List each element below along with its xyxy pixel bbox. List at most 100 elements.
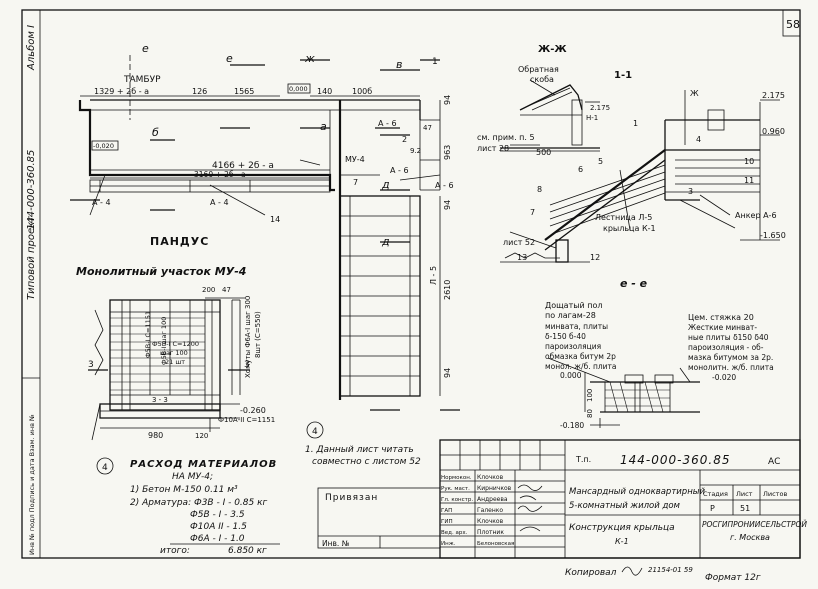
materials-line3: Ф5В - I - 3.5 — [190, 510, 245, 520]
mu4-d6: Хомуты Ф6А-I шаг 300 — [244, 296, 252, 378]
plan-label-a4-2: А - 4 — [210, 198, 229, 207]
title-org-1: РОСГИПРОНИИСЕЛЬСТРОЙ — [702, 520, 807, 529]
section-ee-right-3: ные плиты δ150 δ40 — [688, 333, 769, 342]
footer-copied: Копировал — [565, 568, 617, 578]
materials-line1: 1) Бетон М-150 0.11 м³ — [130, 485, 238, 495]
name-4: Клочков — [477, 518, 504, 525]
role-4: ГИП — [441, 519, 453, 525]
plan-dim-top-1: 1329 + 2б - а — [94, 87, 149, 96]
section-ee-left-8: 0.000 — [560, 371, 582, 380]
plan-sec-d2: д — [381, 178, 390, 191]
materials-title: РАСХОД МАТЕРИАЛОВ — [130, 459, 277, 470]
plan-label-tambur: ТАМБУР — [123, 75, 161, 85]
plan-label-a6-2: А - 6 — [435, 181, 454, 190]
name-2: Андреева — [477, 496, 508, 503]
name-6: Белоновская — [477, 541, 514, 547]
plan-mark-000: 0,000 — [289, 85, 308, 93]
plan-dim-94a: 94 — [443, 95, 452, 105]
plan-sec-a: а — [320, 120, 327, 133]
section-11-m: 7 — [530, 208, 535, 217]
section-11-drawing — [500, 90, 780, 263]
section-11-q: 1 — [633, 119, 638, 128]
materials-total-label: итого: — [160, 546, 190, 556]
name-0: Клочков — [477, 474, 504, 481]
plan-dim-2610: 2610 — [443, 280, 452, 300]
title-col-stage: Стадия — [703, 490, 728, 498]
mu4-d4: шаг 100 — [160, 349, 188, 357]
stamp-box-label: Инв № подл Подпись и дата Взам. инв № — [28, 414, 36, 555]
section-ee-bottom-3: 80 — [586, 409, 594, 418]
section-11-o: 5 — [598, 157, 603, 166]
section-ee-left-6: обмазка битум 2р — [545, 352, 616, 361]
plan-dim-94c: 94 — [443, 368, 452, 378]
plan-dim-mid: 4166 + 2б - а — [212, 161, 274, 171]
plan-label-n7: 7 — [353, 178, 358, 187]
section-ee-left-7: монол. ж/б. плита — [545, 362, 617, 371]
plan-dim-92: 9.2 — [410, 147, 421, 155]
plan-label-n14: 14 — [270, 215, 280, 224]
title-org-2: г. Москва — [730, 533, 770, 542]
mu4-d3: Ф5В-I С=1200 — [152, 340, 199, 348]
materials-subtitle: НА МУ-4; — [172, 472, 213, 482]
section-11-k: 12 — [590, 253, 600, 262]
section-ee-left-2: по лагам-28 — [545, 311, 596, 320]
mu4-d2: Ф5В-I шаг 100 — [160, 317, 168, 365]
mu4-d14: 3 - 3 — [152, 396, 168, 404]
section-11-title: 1-1 — [614, 70, 632, 81]
name-3: Галенко — [477, 507, 503, 514]
mu4-d16: 4 — [102, 463, 108, 473]
title-project-2: 5-комнатный жилой дом — [569, 501, 681, 511]
note-line1: 1. Данный лист читать — [305, 445, 414, 455]
plan-sec-e2: е — [226, 52, 233, 65]
plan-sec-b: б — [152, 126, 159, 139]
title-tp: Т.п. — [575, 455, 591, 464]
footer-copied-num: 21154-01 59 — [648, 566, 693, 574]
role-5: Вед. арх. — [441, 530, 468, 536]
section-11-b: 0.960 — [762, 127, 785, 136]
section-11-s: Ж — [690, 89, 699, 98]
plan-dim-top-5: 100б — [352, 87, 372, 96]
title-project-1: Мансардный одноквартирный — [569, 487, 705, 497]
section-zh-label4: 2.175 — [590, 104, 610, 112]
section-ee-right-7: -0.020 — [712, 373, 736, 382]
project-type-label: Типовой проект — [26, 215, 37, 300]
section-ee-right-5: мазка битумом за 2р. — [688, 353, 773, 362]
plan-label-n1: 1 — [432, 57, 438, 67]
section-ee-left-4: δ-150 б-40 — [545, 332, 586, 341]
section-11-j: 13 — [517, 253, 527, 262]
mu4-detail-drawing — [88, 297, 250, 475]
title-val-stage: Р — [710, 504, 715, 513]
title-block — [317, 439, 801, 559]
section-11-c: 10 — [744, 157, 754, 166]
section-zh-drawing — [500, 79, 600, 152]
plan-mark-020: -0,020 — [93, 142, 114, 150]
section-11-r: 4 — [696, 135, 701, 144]
mu4-d11: 980 — [148, 431, 163, 440]
section-ee-bottom-1: -0.180 — [560, 421, 584, 430]
mu4-d15: 3 — [88, 360, 94, 370]
section-11-d: 11 — [744, 176, 754, 185]
section-11-p: 3 — [688, 187, 693, 196]
title-code: 144-000-360.85 — [620, 453, 730, 467]
name-1: Кирничков — [477, 485, 512, 492]
plan-dim-mid2: 3160 + 2б - а — [194, 170, 246, 179]
plan-sec-d: д — [381, 235, 390, 248]
section-ee-bottom-2: 100 — [586, 389, 594, 402]
mu4-d15b: 3 — [244, 360, 250, 370]
mu4-d5: 21 шт — [165, 358, 185, 366]
materials-line2: 2) Арматура: Ф3В - I - 0.85 кг — [130, 498, 268, 508]
section-11-l: 8 — [537, 185, 542, 194]
title-ac: АС — [768, 457, 780, 467]
project-code-side: 144-000-360.85 — [26, 150, 37, 230]
plan-sec-zh: ж — [304, 52, 315, 65]
role-3: ГАП — [441, 508, 452, 514]
section-zh-label6: лист 28 — [477, 144, 509, 153]
role-1: Рук. маст. — [441, 486, 470, 492]
plan-dim-47: 47 — [423, 124, 432, 132]
title-sheet-1: Конструкция крыльца — [569, 523, 675, 533]
role-0: Нормокон. — [441, 475, 472, 481]
mu4-title: Монолитный участок МУ-4 — [76, 265, 246, 278]
footer-format: Формат 12г — [705, 573, 761, 583]
section-zh-label1: Обратная — [518, 65, 559, 74]
